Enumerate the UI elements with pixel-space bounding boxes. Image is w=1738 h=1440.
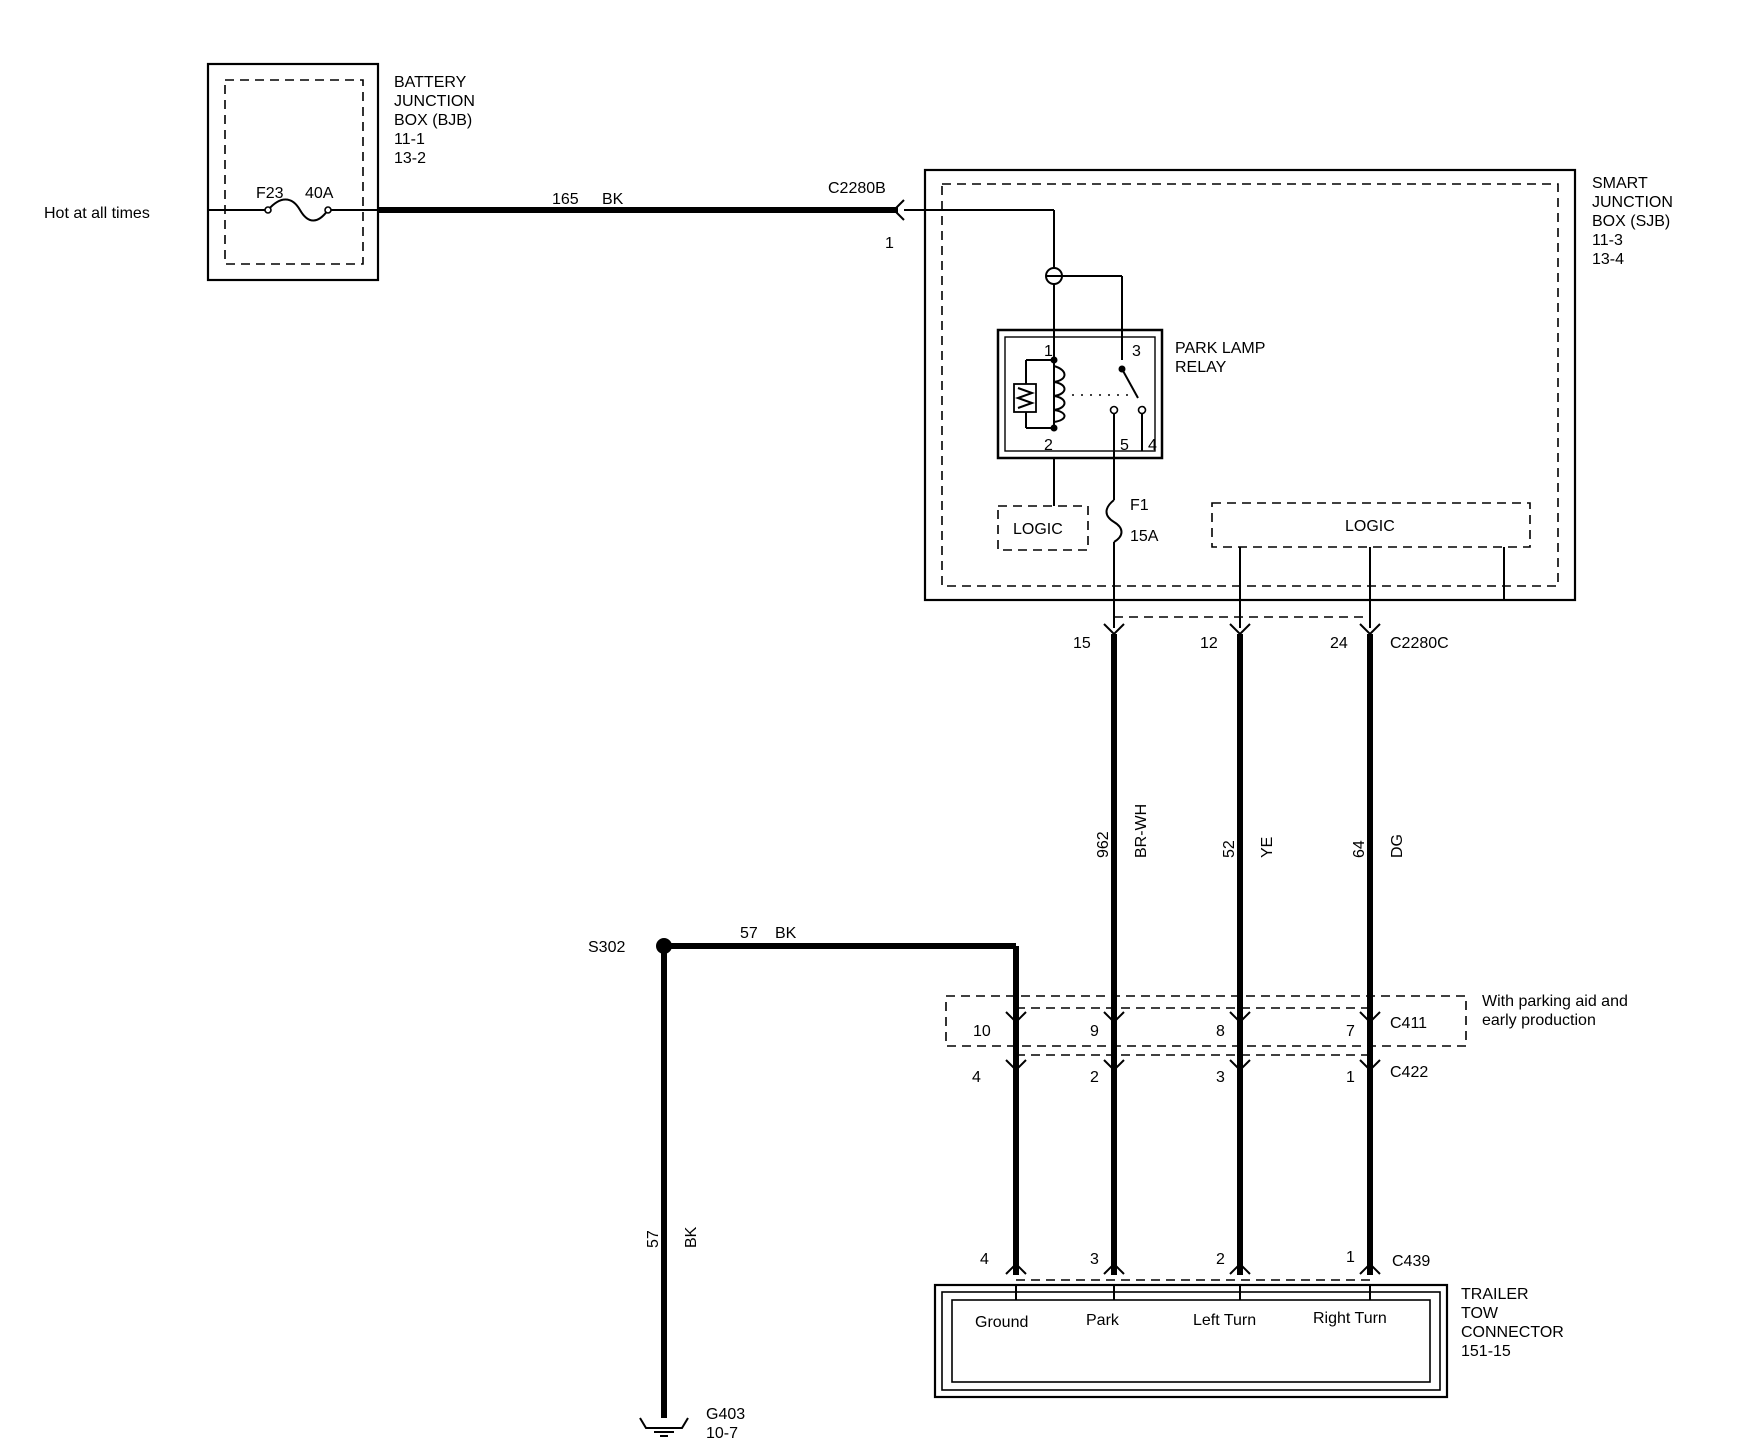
c439-pin-4: 4 (980, 1251, 989, 1268)
c422-pin-1: 1 (1346, 1069, 1355, 1086)
relay-resistor (1013, 383, 1037, 413)
bjb-label-line-5: 13-2 (394, 150, 426, 167)
wire-962-color: BR-WH (1133, 804, 1150, 858)
sjb-outline (923, 168, 1577, 602)
terminal-ground: Ground (975, 1314, 1028, 1331)
sjb-label-line-4: 11-3 (1592, 232, 1623, 249)
wire-962-circuit: 962 (1095, 831, 1112, 858)
c2280c-connector-id: C2280C (1390, 635, 1449, 652)
trailer-tow-connector: Ground Park Left Turn Right Turn TRAILER… (933, 1283, 1564, 1399)
park-lamp-relay: PARK LAMP RELAY 1 2 3 4 5 (996, 328, 1265, 460)
relay-switch-arm (1121, 368, 1139, 399)
wire-64-circuit: 64 (1351, 840, 1368, 858)
terminal-left-turn: Left Turn (1193, 1312, 1256, 1329)
wire-52-circuit: 52 (1221, 840, 1238, 858)
relay-pin-3: 3 (1132, 343, 1141, 360)
c439-pin-3: 3 (1090, 1251, 1099, 1268)
wire-57-circuit: 57 (740, 925, 758, 942)
ground-wire-circuit: 57 (645, 1230, 662, 1248)
c411-connector-id: C411 (1390, 1015, 1427, 1032)
c411-pin-7: 7 (1346, 1023, 1355, 1040)
battery-junction-box: BATTERY JUNCTION BOX (BJB) 11-1 13-2 F23… (206, 62, 475, 282)
fuse-f23-id: F23 (256, 185, 284, 202)
wire-52-color: YE (1259, 837, 1276, 858)
bjb-label-line-3: BOX (BJB) (394, 112, 472, 129)
bjb-outline (206, 62, 380, 282)
c411-pin-8: 8 (1216, 1023, 1225, 1040)
fuse-f23-rating: 40A (305, 185, 334, 202)
relay-pin-2: 2 (1044, 437, 1053, 454)
trailer-label-line-1: TRAILER (1461, 1286, 1529, 1303)
c439-pin-2: 2 (1216, 1251, 1225, 1268)
c2280b-connector-id: C2280B (828, 180, 886, 197)
relay-pin-1: 1 (1044, 343, 1053, 360)
logic-right-label: LOGIC (1345, 518, 1395, 535)
relay-pin-4: 4 (1148, 437, 1157, 454)
c411-pin-9: 9 (1090, 1023, 1099, 1040)
fuse-f1-id: F1 (1130, 497, 1149, 514)
trailer-label-line-4: 151-15 (1461, 1343, 1511, 1360)
fuse-f1-rating: 15A (1130, 528, 1159, 545)
supply-label: Hot at all times (44, 205, 150, 222)
relay-label-line-2: RELAY (1175, 359, 1227, 376)
c411-pin-10: 10 (973, 1023, 991, 1040)
c2280c-pin-24: 24 (1330, 635, 1348, 652)
c2280b-pin: 1 (885, 235, 894, 252)
logic-left-box (997, 505, 1089, 551)
c439-pin-1: 1 (1346, 1249, 1355, 1266)
c422-pin-3: 3 (1216, 1069, 1225, 1086)
relay-label-line-1: PARK LAMP (1175, 340, 1265, 357)
trailer-label-line-3: CONNECTOR (1461, 1324, 1564, 1341)
logic-left-label: LOGIC (1013, 521, 1063, 538)
sjb-label-line-2: JUNCTION (1592, 194, 1673, 211)
c2280b-terminal-symbol (892, 199, 905, 221)
c422-pin-2: 2 (1090, 1069, 1099, 1086)
relay-pin-5: 5 (1120, 437, 1129, 454)
wire-64-color: DG (1389, 834, 1406, 858)
c2280c-pin-15: 15 (1073, 635, 1091, 652)
terminal-right-turn: Right Turn (1313, 1310, 1387, 1327)
ground-wire-color: BK (683, 1226, 700, 1248)
sjb-inner-outline (941, 183, 1559, 587)
logic-right-box (1211, 502, 1531, 548)
ground-symbol (639, 1417, 689, 1437)
sjb-label-line-1: SMART (1592, 175, 1648, 192)
bjb-label-line-2: JUNCTION (394, 93, 475, 110)
trailer-label-line-2: TOW (1461, 1305, 1499, 1322)
ground-ref: 10-7 (706, 1425, 738, 1440)
bjb-inner-outline (224, 79, 364, 265)
c422-connector-id: C422 (1390, 1064, 1428, 1081)
fuse-f1-symbol (1105, 499, 1123, 543)
fuse-f23-symbol (267, 198, 329, 222)
ground-id: G403 (706, 1406, 745, 1423)
c411-option-box (945, 995, 1467, 1047)
wire-165-circuit: 165 (552, 191, 579, 208)
splice-s302-id: S302 (588, 939, 625, 956)
bjb-label-line-4: 11-1 (394, 131, 425, 148)
bjb-label-line-1: BATTERY (394, 74, 467, 91)
c422-pin-4: 4 (972, 1069, 981, 1086)
c411-note-line-2: early production (1482, 1012, 1596, 1029)
sjb-label-line-3: BOX (SJB) (1592, 213, 1670, 230)
relay-outline (996, 328, 1164, 460)
wire-57-color: BK (775, 925, 797, 942)
c439-connector-id: C439 (1392, 1253, 1430, 1270)
wire-165-color: BK (602, 191, 624, 208)
c2280c-pin-12: 12 (1200, 635, 1218, 652)
terminal-park: Park (1086, 1312, 1120, 1329)
c411-note-line-1: With parking aid and (1482, 993, 1628, 1010)
smart-junction-box: SMART JUNCTION BOX (SJB) 11-3 13-4 (923, 168, 1673, 602)
relay-coil (1053, 365, 1066, 423)
sjb-label-line-5: 13-4 (1592, 251, 1624, 268)
trailer-connector-outline (933, 1283, 1449, 1399)
